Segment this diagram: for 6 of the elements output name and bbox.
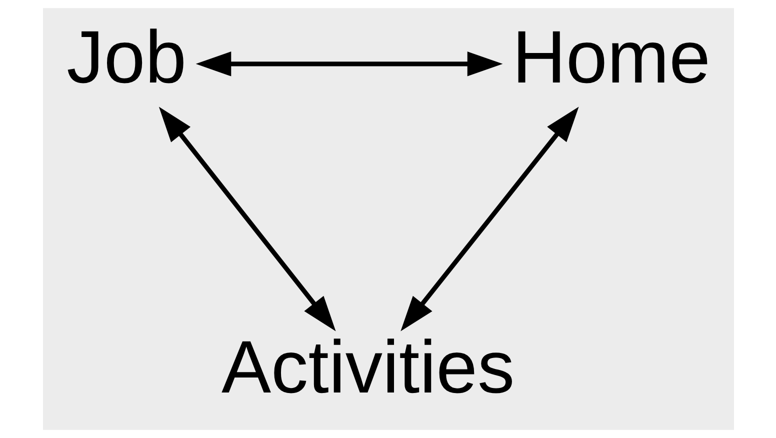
arrow: [158, 106, 336, 332]
arrow: [400, 106, 578, 332]
arrow: [195, 52, 502, 76]
node-text: Home: [512, 15, 710, 98]
node-text: Activities: [221, 326, 514, 409]
node-text: Job: [66, 15, 186, 98]
